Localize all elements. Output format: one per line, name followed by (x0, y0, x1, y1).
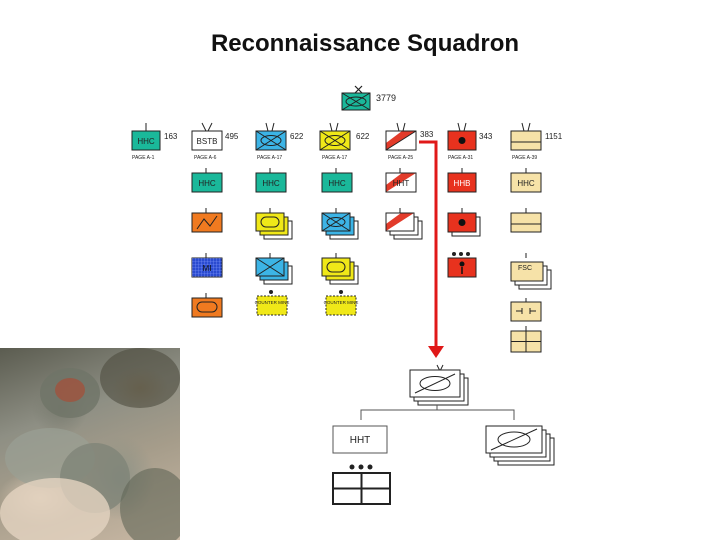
recon-page: PAGE A-25 (388, 155, 413, 161)
row3-unit-symbols (191, 208, 542, 240)
recon-squadron-symbol (385, 122, 417, 151)
row2-hq-boxes (191, 168, 542, 193)
row2-label-6: HHC (517, 179, 535, 188)
counter-mine-label-1: COUNTER MINE (255, 300, 290, 305)
row4-unit-symbols (191, 252, 552, 290)
soldier-photo (0, 348, 180, 540)
bstb-label: BSTB (197, 137, 218, 146)
infantry-battalion-symbol-blue (255, 122, 287, 151)
hhc-page: PAGE A-1 (132, 155, 155, 161)
top-unit-number: 3779 (376, 93, 396, 103)
inf2-number: 622 (356, 132, 370, 141)
hhc-number: 163 (164, 132, 178, 141)
mi-label: MI (203, 264, 212, 273)
row2-label-4: HHT (393, 179, 410, 188)
inf1-page: PAGE A-17 (257, 155, 282, 161)
hhc-unit-symbol (131, 123, 161, 151)
drill-down-arrow (419, 140, 444, 358)
inf2-page: PAGE A-17 (322, 155, 347, 161)
recon-number: 383 (420, 130, 434, 139)
row2-label-1: HHC (198, 179, 216, 188)
fires-battalion-symbol (447, 122, 477, 151)
squadron-hq-symbol (341, 85, 371, 111)
recon-squadron-detail-symbol (360, 364, 515, 420)
hht-label: HHT (350, 435, 371, 446)
fires-page: PAGE A-31 (448, 155, 473, 161)
counter-mine-label-2: COUNTER MINE (324, 300, 359, 305)
bstb-unit-symbol (191, 122, 223, 151)
infantry-battalion-symbol-yellow (319, 122, 351, 151)
fires-number: 343 (479, 132, 493, 141)
row2-label-5: HHB (454, 179, 471, 188)
hhc-label: HHC (137, 137, 155, 146)
recon-troop-detail-symbol (485, 425, 555, 466)
inf1-number: 622 (290, 132, 304, 141)
bstb-number: 495 (225, 132, 239, 141)
page-title: Reconnaissance Squadron (210, 30, 520, 57)
fsc-label: FSC (518, 265, 532, 272)
row2-label-2: HHC (262, 179, 280, 188)
bstb-page: PAGE A-6 (194, 155, 217, 161)
support-battalion-symbol (510, 122, 542, 151)
bsb-page: PAGE A-39 (512, 155, 537, 161)
service-support-detail-symbol (332, 464, 391, 505)
bsb-number: 1151 (545, 132, 563, 141)
hht-detail-symbol (332, 425, 388, 454)
row2-label-3: HHC (328, 179, 346, 188)
row5-unit-symbols (191, 290, 542, 353)
